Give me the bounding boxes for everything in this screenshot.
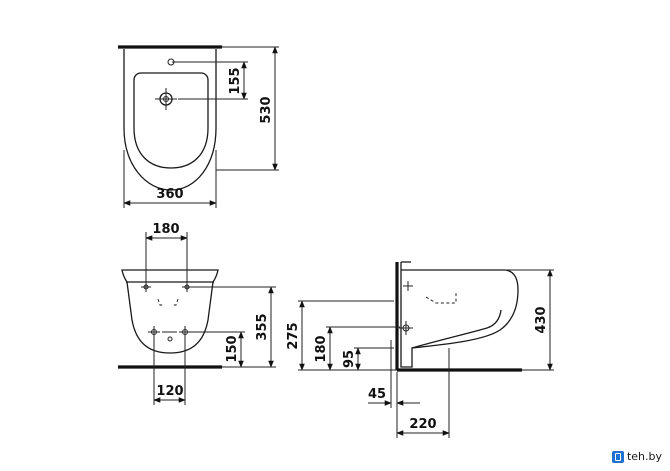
dim-150-label: 150 (225, 335, 240, 362)
phone-icon (611, 450, 624, 463)
dim-355-label: 355 (255, 313, 270, 340)
dim-155-label: 155 (228, 67, 243, 94)
top-view: 155 530 360 (118, 45, 279, 208)
front-view-fitting-left (157, 298, 164, 306)
side-view-upper-hole (403, 281, 413, 291)
front-view-fitting-right (172, 298, 179, 306)
front-view: 180 355 150 120 (118, 222, 276, 405)
watermark-text: teh.by (626, 450, 662, 463)
side-view-bowl-curve (411, 309, 502, 349)
side-view: 430 275 180 95 45 220 (286, 261, 554, 438)
dim-530-label: 530 (259, 96, 274, 123)
dim-360-label: 360 (156, 187, 183, 202)
front-view-center-mark (167, 336, 173, 342)
top-view-outer-outline (123, 49, 217, 191)
watermark: teh.by (611, 449, 662, 464)
dim-180-front-label: 180 (152, 222, 179, 237)
dim-220-label: 220 (409, 417, 436, 432)
side-view-hidden-pipe (425, 293, 457, 304)
side-view-outline (400, 262, 519, 368)
dim-430-label: 430 (534, 306, 549, 333)
dim-180-side-label: 180 (314, 335, 329, 362)
dim-275-label: 275 (286, 322, 301, 349)
side-view-lower-hole (399, 321, 413, 335)
top-view-inner-bowl (133, 72, 209, 169)
dim-120-label: 120 (156, 384, 183, 399)
dim-95-label: 95 (342, 350, 357, 368)
front-view-outline (121, 269, 219, 354)
dim-45-label: 45 (368, 387, 386, 402)
